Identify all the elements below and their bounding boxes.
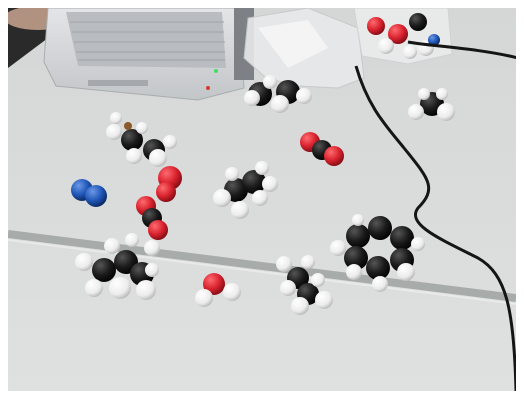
co-red-2 xyxy=(156,166,182,202)
ethane-center xyxy=(213,161,278,219)
nitrogen-blue xyxy=(71,179,107,207)
table-seam xyxy=(8,230,516,302)
laptop xyxy=(43,8,254,101)
bag-of-molecules xyxy=(353,8,453,65)
co2-red-3 xyxy=(136,196,168,240)
propane-left xyxy=(75,233,160,300)
co2-red-1 xyxy=(300,132,344,166)
photo-scene xyxy=(8,8,516,391)
plastic-bag xyxy=(243,8,365,89)
ethane-left xyxy=(106,112,177,167)
benzene xyxy=(330,214,425,292)
methane-top xyxy=(244,75,312,113)
ethane-bottom xyxy=(276,255,333,315)
methane-right xyxy=(408,88,455,121)
water xyxy=(195,273,241,307)
molecular-model-photo xyxy=(8,8,516,391)
cable xyxy=(354,40,516,391)
